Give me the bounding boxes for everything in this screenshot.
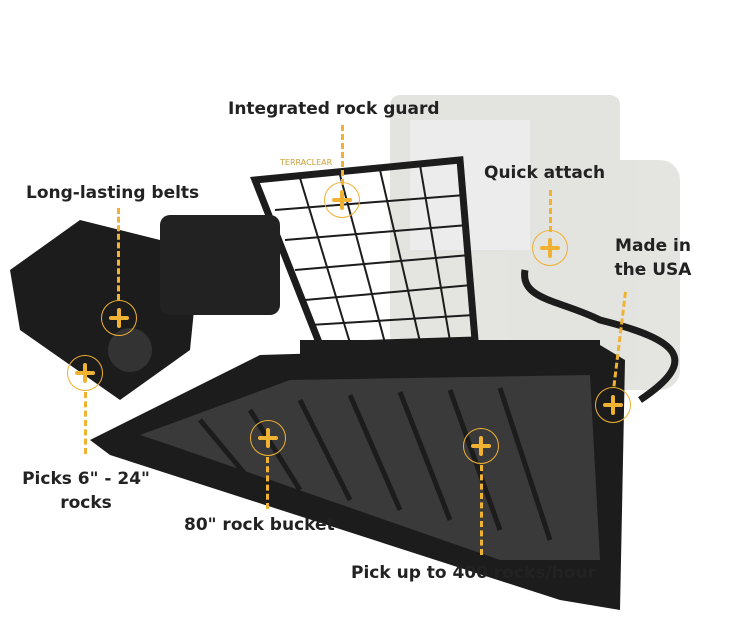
hotspot-bucket-plus-icon[interactable] [250, 420, 286, 456]
callout-picks-label: Picks 6" - 24" rocks [10, 467, 162, 515]
callout-belts-line [117, 208, 120, 300]
callout-rock-guard-line [341, 125, 344, 185]
hotspot-rock-guard-plus-icon[interactable] [324, 182, 360, 218]
brand-logo: TERRACLEAR [279, 158, 333, 167]
hotspot-quick-attach-plus-icon[interactable] [532, 230, 568, 266]
rock-bucket [90, 340, 625, 610]
hotspot-picks-plus-icon[interactable] [67, 355, 103, 391]
hotspot-belts-plus-icon[interactable] [101, 300, 137, 336]
callout-bucket-line [266, 457, 269, 509]
callout-quick-attach-label: Quick attach [484, 163, 606, 183]
callout-picks-line [84, 392, 87, 454]
callout-quick-attach-line [549, 190, 552, 232]
callout-rock-guard-label: Integrated rock guard [228, 99, 440, 119]
callout-rate-line [480, 465, 483, 555]
callout-made-in-usa-label: Made in the USA [612, 234, 694, 282]
callout-bucket-label: 80" rock bucket [184, 515, 335, 535]
hotspot-rate-plus-icon[interactable] [463, 428, 499, 464]
hotspot-made-in-usa-plus-icon[interactable] [595, 387, 631, 423]
picks-line1: Picks 6" - 24" [22, 469, 150, 489]
made-in-usa-line1: Made in [615, 236, 691, 256]
callout-belts-label: Long-lasting belts [26, 183, 200, 203]
hydraulic-hose [521, 269, 679, 403]
picks-line2: rocks [60, 493, 112, 513]
made-in-usa-line2: the USA [614, 260, 692, 280]
callout-rate-label: Pick up to 400 rocks/hour [351, 563, 596, 583]
